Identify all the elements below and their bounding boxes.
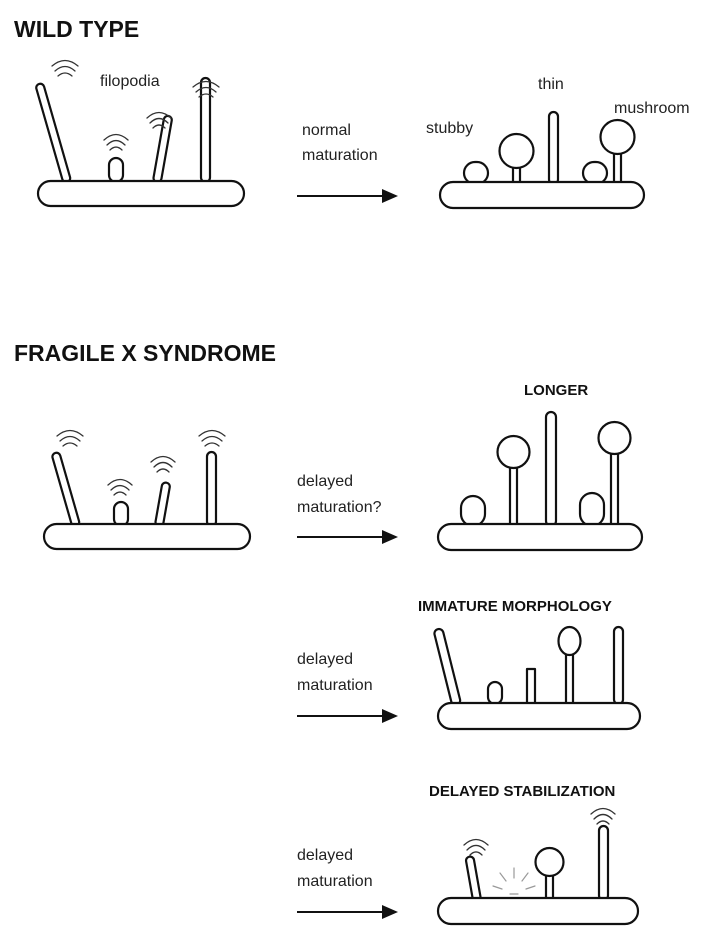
- dendrite-shaft: [38, 181, 244, 206]
- thin-spine: [546, 412, 556, 526]
- arrow-text-line-1: delayed: [297, 651, 353, 668]
- mushroom-spine-neck: [510, 461, 517, 526]
- arrow-head: [382, 905, 398, 919]
- dendrite-shaft: [440, 182, 644, 208]
- wild-type-mature-dendrite: thin stubby mushroom: [426, 76, 690, 208]
- filopodium: [155, 482, 171, 527]
- filopodium: [465, 856, 481, 902]
- stubby-spine: [464, 162, 488, 184]
- delayed-stabilization-heading: DELAYED STABILIZATION: [429, 783, 615, 800]
- stubby-spine: [488, 682, 502, 704]
- mushroom-spine-neck: [614, 150, 621, 184]
- filopodium: [51, 452, 80, 527]
- thin-spine: [527, 669, 535, 704]
- stubby-spine: [583, 162, 607, 184]
- stubby-label: stubby: [426, 120, 473, 137]
- filopodium: [614, 627, 623, 704]
- immature-morphology-row: delayed maturation IMMATURE MORPHOLOGY: [297, 598, 640, 729]
- fragile-x-filopodia-dendrite: [44, 431, 250, 550]
- dendrite-shaft: [44, 524, 250, 549]
- stubby-spine: [461, 496, 485, 526]
- mushroom-spine-head: [500, 134, 534, 168]
- filopodium: [207, 452, 216, 526]
- dendrite-shaft: [438, 524, 642, 550]
- arrow-text-line-2: maturation?: [297, 499, 382, 516]
- stubby-protrusion: [114, 502, 128, 526]
- thin-label: thin: [538, 76, 564, 93]
- arrow-head: [382, 189, 398, 203]
- mushroom-spine-head: [601, 120, 635, 154]
- mushroom-label: mushroom: [614, 100, 690, 117]
- wild-type-arrow: normal maturation: [297, 122, 398, 203]
- arrow-text-line-1: delayed: [297, 473, 353, 490]
- fragile-x-title: FRAGILE X SYNDROME: [14, 340, 276, 366]
- disappearing-spine-marks: [493, 868, 535, 894]
- mushroom-spine-head: [498, 436, 530, 468]
- mushroom-spine-head: [599, 422, 631, 454]
- arrow-head: [382, 530, 398, 544]
- filopodium: [599, 826, 608, 900]
- mushroom-spine-head: [559, 627, 581, 655]
- wild-type-title: WILD TYPE: [14, 16, 139, 42]
- longer-heading: LONGER: [524, 382, 588, 399]
- dendrite-shaft: [438, 703, 640, 729]
- dendrite-shaft: [438, 898, 638, 924]
- filopodium: [35, 83, 71, 183]
- stubby-spine: [580, 493, 604, 526]
- arrow-text-line-2: maturation: [302, 147, 378, 164]
- arrow-text-line-1: normal: [302, 122, 351, 139]
- motility-waves: [464, 809, 615, 856]
- motility-waves: [57, 431, 225, 496]
- arrow-text-line-2: maturation: [297, 677, 373, 694]
- filopodium: [433, 628, 461, 706]
- arrow-text-line-1: delayed: [297, 847, 353, 864]
- longer-row: delayed maturation? LONGER: [297, 382, 642, 550]
- delayed-stabilization-row: delayed maturation DELAYED STABILIZATION: [297, 783, 638, 924]
- mushroom-spine-head: [536, 848, 564, 876]
- thin-spine: [549, 112, 558, 184]
- stubby-protrusion: [109, 158, 123, 182]
- mushroom-spine-neck: [611, 449, 618, 526]
- arrow-text-line-2: maturation: [297, 873, 373, 890]
- mushroom-spine-neck: [566, 650, 573, 704]
- immature-morphology-heading: IMMATURE MORPHOLOGY: [418, 598, 612, 615]
- wild-type-filopodia-dendrite: filopodia: [35, 61, 244, 207]
- filopodia-label: filopodia: [100, 73, 160, 90]
- arrow-head: [382, 709, 398, 723]
